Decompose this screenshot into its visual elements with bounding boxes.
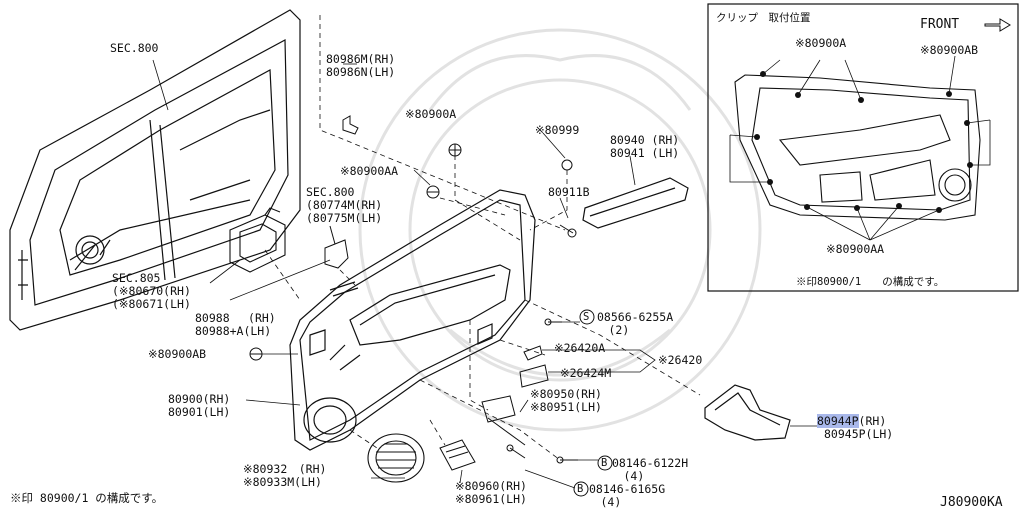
- label-08146-6165: 08146-6165G (4): [589, 482, 666, 509]
- label-26420a: ※26420A: [554, 341, 606, 355]
- label-80900: 80900(RH) 80901(LH): [168, 392, 231, 419]
- label-80900aa: ※80900AA: [340, 164, 399, 178]
- label-80900a: ※80900A: [405, 107, 457, 121]
- armrest-pad-80940: [582, 177, 689, 229]
- label-80940: 80940 (RH) 80941 (LH): [610, 133, 680, 160]
- door-trim-panel: [289, 189, 536, 451]
- front-label: FRONT: [920, 17, 960, 32]
- inset-note: ※印80900/1 の構成です。: [796, 276, 945, 288]
- label-80988: 80988 (RH) 80988+A(LH): [195, 311, 276, 338]
- label-80911b: 80911B: [548, 185, 590, 199]
- label-80932: ※80932 (RH) ※80933M(LH): [243, 462, 327, 489]
- inset-title: クリップ 取付位置: [716, 12, 811, 24]
- inset-box: [707, 3, 1019, 292]
- part-80960: [439, 439, 476, 471]
- part-26420a: [523, 345, 543, 361]
- label-sec805: SEC.805 (※80670(RH) (※80671(LH): [112, 271, 191, 311]
- screw-08566: [544, 318, 562, 326]
- bracket-80986: [342, 115, 359, 135]
- speaker-grille-80932: [367, 433, 425, 483]
- badge-b-6165: B: [577, 483, 584, 495]
- clip-80999: [561, 159, 573, 171]
- switch-80950: [481, 395, 526, 446]
- inset-label-80900a: ※80900A: [795, 36, 847, 50]
- clip-80900ab: [249, 347, 263, 361]
- label-80999: ※80999: [535, 123, 580, 137]
- module-sec805: [229, 207, 286, 273]
- inset-door-panel: [734, 74, 981, 221]
- clip-80900a: [448, 143, 462, 157]
- label-08146-6122: 08146-6122H (4): [612, 456, 689, 483]
- dashed-guide-lines: [264, 15, 701, 461]
- clip-80900aa: [426, 185, 440, 199]
- door-frame: [9, 9, 301, 331]
- label-80960: ※80960(RH) ※80961(LH): [455, 479, 527, 506]
- callout-badges: [573, 309, 613, 497]
- label-sec800-mid: SEC.800 (80774M(RH) (80775M(LH): [306, 185, 383, 225]
- inset-label-80900ab: ※80900AB: [920, 43, 979, 57]
- inset-leaders: [729, 55, 991, 241]
- bolt-08146-6165: [506, 444, 526, 459]
- drawing-number: J80900KA: [940, 495, 1003, 510]
- inset-label-80900aa: ※80900AA: [826, 242, 885, 256]
- highlighted-part-number[interactable]: 80944P: [817, 414, 859, 428]
- part-26424m: [519, 364, 549, 388]
- label-80900ab: ※80900AB: [148, 347, 207, 361]
- bolt-08146-6122: [556, 456, 578, 464]
- label-80950: ※80950(RH) ※80951(LH): [530, 387, 602, 414]
- label-26424m: ※26424M: [560, 366, 612, 380]
- label-08566: 08566-6255A (2): [597, 310, 674, 337]
- screw-80911b: [559, 224, 577, 238]
- label-80944p: 80944P(RH): [817, 414, 887, 428]
- badge-b-6122: B: [601, 457, 608, 469]
- label-80986: 80986M(RH) 80986N(LH): [326, 52, 396, 79]
- footnote: ※印 80900/1 の構成です。: [10, 491, 164, 505]
- badge-s: S: [583, 311, 590, 323]
- leader-lines: [152, 59, 822, 489]
- label-80945p: 80945P(LH): [824, 427, 894, 441]
- watermark-logo: [358, 28, 762, 432]
- bracket-80988: [324, 225, 349, 269]
- label-sec800-top: SEC.800: [110, 41, 159, 55]
- pull-handle-80944p: [704, 384, 791, 441]
- label-26420: ※26420: [658, 353, 703, 367]
